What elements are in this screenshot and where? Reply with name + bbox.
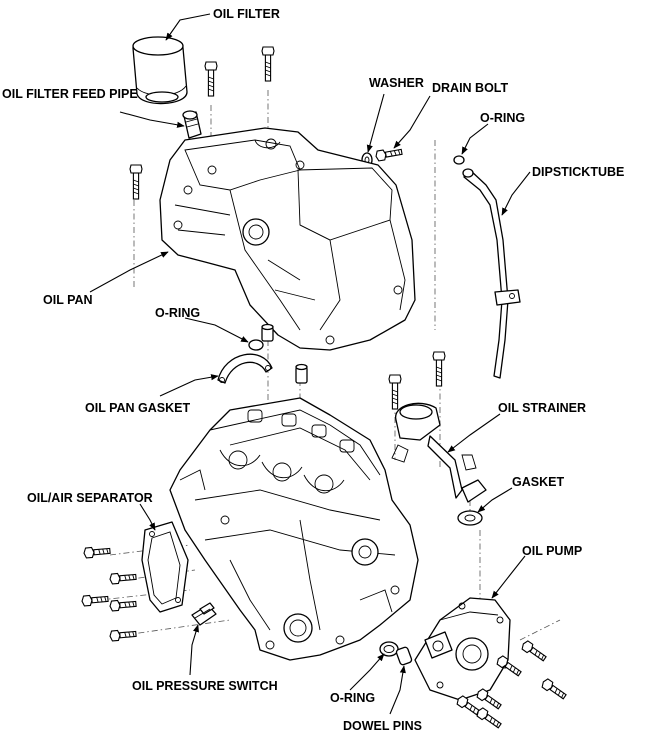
oil-pan-gasket-drawing: [217, 353, 273, 384]
label-oil-filter: OIL FILTER: [213, 7, 280, 21]
label-dowel-pins: DOWEL PINS: [343, 719, 422, 733]
label-oil-pressure-switch: OIL PRESSURE SWITCH: [132, 679, 278, 693]
oil-filter-drawing: [132, 36, 188, 105]
o-ring-top-drawing: [453, 155, 465, 165]
gasket-drawing: [457, 510, 483, 526]
o-ring-bottom-drawing: [379, 641, 399, 657]
drain-bolt-drawing: [374, 146, 404, 162]
oil-air-separator-drawing: [141, 521, 189, 613]
leader-lines: [89, 13, 531, 715]
label-o-ring-mid: O-RING: [155, 306, 200, 320]
label-oil-pump: OIL PUMP: [522, 544, 582, 558]
label-gasket: GASKET: [512, 475, 564, 489]
o-ring-mid-drawing: [248, 339, 264, 351]
label-drain-bolt: DRAIN BOLT: [432, 81, 509, 95]
label-oil-strainer: OIL STRAINER: [498, 401, 586, 415]
label-oil-air-separator: OIL/AIR SEPARATOR: [27, 491, 153, 505]
oil-pan-drawing: [159, 127, 416, 351]
callout-labels: OIL FILTER OIL FILTER FEED PIPE WASHER D…: [2, 7, 624, 733]
oil-pump-drawing: [414, 597, 511, 701]
label-oil-pan-gasket: OIL PAN GASKET: [85, 401, 190, 415]
strainer-bolts: [388, 351, 446, 410]
oil-strainer-drawing: [391, 402, 487, 503]
oil-pressure-switch-drawing: [191, 602, 217, 626]
engine-block-drawing: [169, 397, 419, 661]
label-dipstick-tube: DIPSTICKTUBE: [532, 165, 624, 179]
label-washer: WASHER: [369, 76, 424, 90]
dowel-mid-drawing: [261, 323, 308, 384]
label-o-ring-top: O-RING: [480, 111, 525, 125]
label-o-ring-bottom: O-RING: [330, 691, 375, 705]
label-oil-filter-feed-pipe: OIL FILTER FEED PIPE: [2, 87, 138, 101]
oil-filter-feed-pipe-drawing: [182, 110, 202, 139]
label-oil-pan: OIL PAN: [43, 293, 93, 307]
separator-bolts: [81, 545, 137, 642]
dowel-pins-drawing: [395, 646, 413, 666]
dipstick-tube-drawing: [462, 168, 521, 379]
